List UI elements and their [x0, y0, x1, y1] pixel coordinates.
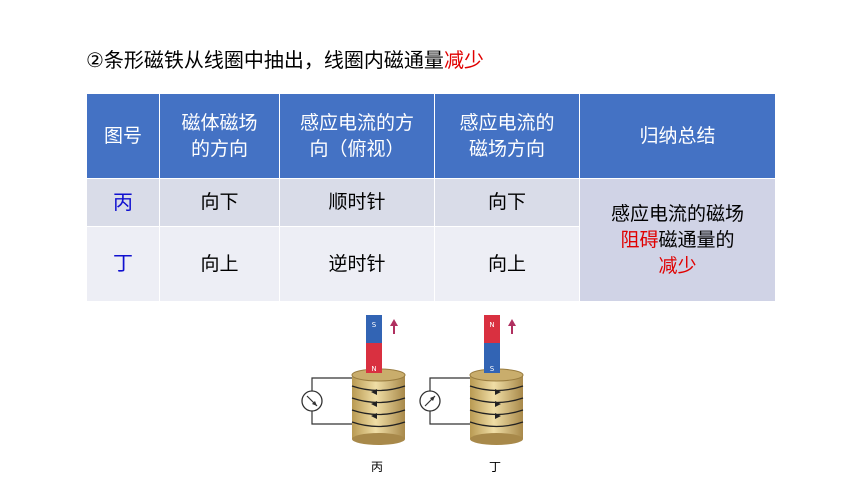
row-label: 丙 [86, 178, 160, 227]
current-arrow-icon [371, 389, 377, 419]
header-figure-number: 图号 [86, 93, 160, 179]
coil-windings [351, 385, 406, 428]
header-summary: 归纳总结 [579, 93, 776, 179]
table-header-row: 图号 磁体磁场的方向 感应电流的方向（俯视） 感应电流的磁场方向 归纳总结 [86, 93, 776, 179]
header-current-direction: 感应电流的方向（俯视） [279, 93, 435, 179]
row-label: 丁 [86, 226, 160, 302]
bar-magnet: S N [366, 315, 382, 373]
svg-text:N: N [371, 365, 376, 373]
figure-caption-bing: 丙 [371, 460, 384, 474]
cell-induced-field: 向下 [434, 178, 580, 227]
coil-tube [470, 375, 523, 439]
up-arrow-icon [508, 319, 516, 334]
header-induced-field: 感应电流的磁场方向 [434, 93, 580, 179]
heading-text: ②条形磁铁从线圈中抽出，线圈内磁通量 [86, 48, 444, 72]
svg-text:N: N [489, 321, 494, 329]
figure-caption-ding: 丁 [489, 460, 502, 474]
cell-current-direction: 逆时针 [279, 226, 435, 302]
header-magnet-field: 磁体磁场的方向 [159, 93, 280, 179]
heading-highlight: 减少 [443, 48, 484, 72]
figure-bing: S N [301, 315, 406, 445]
cell-current-direction: 顺时针 [279, 178, 435, 227]
galvanometer-icon [301, 390, 323, 412]
cell-induced-field: 向上 [434, 226, 580, 302]
coil-tube [352, 375, 405, 439]
figure-ding: N S [419, 315, 524, 445]
table-row: 丁 向上 逆时针 向上 [86, 226, 776, 302]
current-arrow-icon [495, 389, 501, 419]
bar-magnet: N S [484, 315, 500, 373]
table-row: 丙 向下 顺时针 向下 感应电流的磁场 阻碍磁通量的 减少 [86, 178, 776, 302]
induction-table: 图号 磁体磁场的方向 感应电流的方向（俯视） 感应电流的磁场方向 归纳总结 丙 … [86, 93, 776, 302]
cell-magnet-field: 向上 [159, 226, 280, 302]
slide-heading: ②条形磁铁从线圈中抽出，线圈内磁通量减少 [86, 44, 484, 73]
cell-magnet-field: 向下 [159, 178, 280, 227]
coil-magnet-figure: S N N [301, 315, 524, 445]
svg-text:S: S [372, 321, 377, 329]
galvanometer-icon [419, 390, 441, 412]
summary-cell: 感应电流的磁场 阻碍磁通量的 减少 [579, 178, 776, 302]
up-arrow-icon [390, 319, 398, 334]
svg-text:S: S [490, 365, 495, 373]
